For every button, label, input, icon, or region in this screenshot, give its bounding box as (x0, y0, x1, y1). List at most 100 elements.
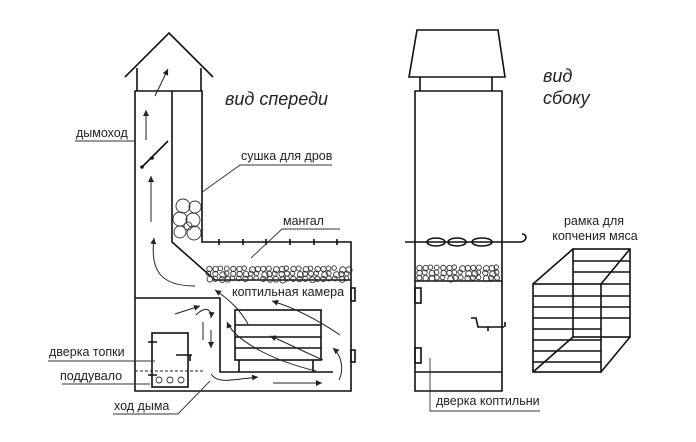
label-ash-pit: поддувало (60, 369, 122, 383)
label-frame-line2: копчения мяса (552, 229, 638, 243)
label-grill: мангал (283, 214, 324, 228)
ash-pit-holes (155, 376, 185, 384)
coal-piece (290, 275, 297, 282)
front-view-title: вид спереди (225, 89, 328, 109)
label-wood-dryer: сушка для дров (241, 149, 333, 163)
coal-piece (229, 275, 236, 282)
coal-piece (428, 270, 436, 277)
coal-piece (321, 271, 329, 279)
label-chimney: дымоход (76, 126, 128, 140)
side-view-title-line2: сбоку (543, 88, 591, 108)
coal-piece (261, 271, 269, 279)
label-smokehouse-door: дверка коптильни (436, 394, 540, 408)
coal-piece (416, 274, 423, 281)
chimney-roof (124, 31, 214, 91)
coal-piece (283, 265, 289, 271)
coal-piece (470, 274, 476, 281)
coal-piece (296, 275, 303, 283)
side-door-handle (471, 317, 506, 331)
coal-piece (235, 275, 242, 282)
coal-piece (464, 274, 471, 282)
coal-piece (302, 266, 310, 273)
coal-piece (289, 270, 296, 277)
coal-piece (236, 270, 243, 278)
coal-piece (471, 270, 479, 278)
coal-piece (422, 274, 429, 282)
label-smoke-chamber: коптильная камера (232, 285, 344, 299)
coal-piece (206, 275, 214, 283)
label-firebox-door: дверка топки (49, 345, 125, 359)
coal-piece (284, 270, 290, 277)
coal-piece (314, 275, 321, 283)
meat-smoking-frame (532, 248, 631, 373)
coal-piece (489, 270, 497, 278)
coal-piece (427, 264, 434, 270)
coal-piece (439, 274, 446, 281)
coal-piece (241, 265, 247, 271)
coal-piece (343, 275, 350, 282)
coal-piece (331, 275, 338, 282)
coal-piece (260, 275, 267, 282)
label-frame-line1: рамка для (564, 214, 624, 228)
coal-piece (313, 270, 319, 276)
coal-piece (488, 274, 495, 281)
coal-piece (325, 270, 332, 277)
firebox-door (148, 332, 192, 388)
firewood (172, 198, 202, 241)
coal-piece (331, 265, 337, 271)
coal-piece (475, 274, 482, 281)
coal-piece (451, 269, 458, 276)
coal-piece (493, 269, 500, 276)
coal-piece (217, 265, 224, 271)
skewer-with-meat (405, 233, 527, 247)
door-knobs (350, 287, 356, 363)
coal-piece (223, 265, 230, 272)
coal-piece (325, 275, 332, 282)
coal-piece (421, 269, 428, 276)
coal-piece (279, 276, 287, 284)
coal-piece (278, 266, 286, 273)
coal-piece (494, 274, 501, 281)
smoke-arrows (143, 68, 343, 386)
coal-piece (457, 269, 463, 275)
coal-piece (470, 264, 477, 271)
stove-outline (134, 90, 352, 392)
coal-piece (325, 265, 332, 272)
coal-piece (433, 274, 440, 281)
side-view: вид сбоку дверка коптильни рамка для коп… (405, 29, 638, 412)
coal-piece (271, 270, 278, 277)
coal-piece (338, 276, 346, 283)
coal-piece (253, 275, 259, 281)
coal-piece (308, 270, 315, 277)
coal-piece (205, 270, 212, 277)
front-view: вид спереди дымоход сушка для дров манга… (48, 31, 356, 415)
coal-piece (260, 265, 267, 272)
grill-coals (205, 265, 353, 284)
side-hinges (414, 287, 422, 364)
coal-piece (457, 274, 464, 281)
coal-piece (219, 271, 227, 279)
coal-piece (224, 276, 232, 283)
coal-piece (433, 264, 440, 271)
chimney-damper (141, 140, 169, 168)
coal-piece (206, 265, 213, 273)
coal-piece (212, 275, 219, 282)
chimney-cap (408, 29, 506, 91)
coal-piece (493, 264, 499, 270)
coal-piece (307, 265, 314, 272)
coal-piece (475, 264, 482, 271)
coal-piece (309, 276, 317, 284)
label-smoke-path: ход дыма (114, 399, 169, 413)
side-view-title-line1: вид (543, 66, 572, 86)
side-coals (416, 264, 501, 283)
coal-piece (272, 275, 280, 283)
coal-piece (440, 264, 447, 271)
coal-piece (230, 265, 237, 272)
smoking-rack (234, 309, 322, 372)
coal-piece (247, 275, 254, 281)
coal-piece (447, 275, 455, 283)
coal-piece (302, 275, 309, 282)
grill-skewer-ticks (218, 239, 338, 245)
